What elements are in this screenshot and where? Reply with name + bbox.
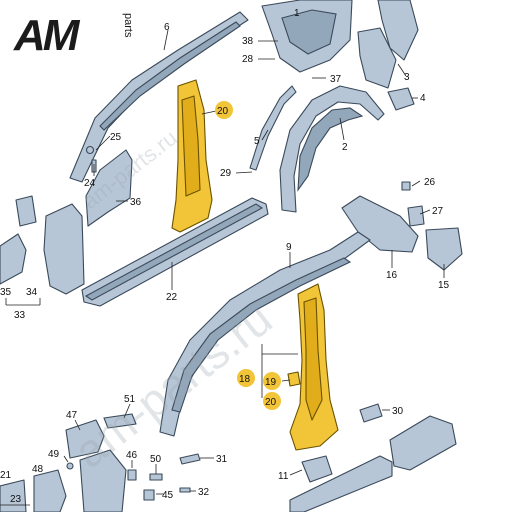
part-18-inner	[303, 297, 323, 421]
callout-19-badge	[263, 372, 281, 390]
part-2-arch-inner	[297, 107, 364, 192]
callout-28[interactable]: 28	[242, 54, 254, 65]
part-lower-column[interactable]	[79, 449, 127, 512]
part-1-inner-brace	[281, 9, 337, 55]
callout-48[interactable]: 48	[32, 464, 44, 475]
callout-20-lower[interactable]: 20	[265, 397, 277, 408]
callout-21[interactable]: 21	[0, 470, 12, 481]
part-6-rail-detail	[99, 21, 241, 131]
callout-27[interactable]: 27	[432, 206, 444, 217]
part-36-panel[interactable]	[85, 149, 133, 227]
callout-1[interactable]: 1	[294, 8, 300, 19]
am-parts-logo: AM parts	[13, 11, 134, 60]
callout-31[interactable]: 31	[216, 454, 228, 465]
callout-16[interactable]: 16	[386, 270, 398, 281]
callout-4[interactable]: 4	[420, 93, 426, 104]
part-25-clip[interactable]	[85, 145, 95, 155]
part-34-bracket[interactable]	[43, 203, 85, 295]
part-15-bracket[interactable]	[425, 227, 463, 271]
callout-20-upper[interactable]: 20	[217, 106, 229, 117]
callout-32[interactable]: 32	[198, 487, 210, 498]
callout-50[interactable]: 50	[150, 454, 162, 465]
callout-49[interactable]: 49	[48, 449, 60, 460]
callout-36[interactable]: 36	[130, 197, 142, 208]
callout-23[interactable]: 23	[10, 494, 22, 505]
callout-35[interactable]: 35	[0, 287, 12, 298]
callout-labels: 6 38 28 37 3 4 20 25 5 2 24 29 26 36 27 …	[0, 8, 450, 505]
part-21-piece[interactable]	[0, 479, 27, 512]
callout-38[interactable]: 38	[242, 36, 254, 47]
part-26-clip[interactable]	[401, 181, 411, 191]
callout-46[interactable]: 46	[126, 450, 138, 461]
callout-24[interactable]: 24	[84, 178, 96, 189]
part-45-clip[interactable]	[143, 489, 155, 501]
callout-9[interactable]: 9	[286, 242, 292, 253]
callout-25[interactable]: 25	[110, 132, 122, 143]
callout-30[interactable]: 30	[392, 406, 404, 417]
part-11-block[interactable]	[301, 455, 333, 483]
logo-main-text: AM	[13, 11, 81, 60]
part-51-clip[interactable]	[103, 413, 137, 429]
part-46-pin[interactable]	[127, 469, 137, 481]
part-22-sill-flange	[84, 203, 264, 301]
callout-29[interactable]: 29	[220, 168, 232, 179]
part-3-side-bracket[interactable]	[357, 27, 397, 89]
callout-33[interactable]: 33	[14, 310, 26, 321]
part-lower-rail[interactable]	[289, 455, 393, 512]
part-47-bracket[interactable]	[65, 419, 105, 459]
part-19-small-plate[interactable]	[287, 371, 301, 387]
part-left-box[interactable]	[15, 195, 37, 227]
logo-sub-text: parts	[122, 13, 134, 38]
part-right-rail[interactable]	[389, 415, 457, 471]
part-20-detail	[181, 95, 201, 197]
part-35-panel[interactable]	[0, 233, 27, 285]
callout-18[interactable]: 18	[239, 374, 251, 385]
part-2-wheel-arch[interactable]	[279, 85, 385, 213]
leader-lines	[0, 29, 445, 506]
callout-5[interactable]: 5	[254, 136, 260, 147]
part-far-right-bracket[interactable]	[377, 0, 419, 61]
callout-2[interactable]: 2	[342, 142, 348, 153]
callout-45[interactable]: 45	[162, 490, 174, 501]
part-48-member[interactable]	[33, 469, 67, 512]
callout-18-badge	[237, 369, 255, 387]
part-32-pin[interactable]	[179, 487, 191, 493]
part-5-strip[interactable]	[249, 85, 297, 171]
part-27-bracket[interactable]	[407, 205, 425, 227]
callout-47[interactable]: 47	[66, 410, 78, 421]
part-30-clip[interactable]	[359, 403, 383, 423]
callout-37[interactable]: 37	[330, 74, 342, 85]
part-9-arch-detail	[171, 257, 352, 413]
callout-20-upper-badge	[215, 101, 233, 119]
callout-34[interactable]: 34	[26, 287, 38, 298]
callout-15[interactable]: 15	[438, 280, 450, 291]
part-31-bracket[interactable]	[179, 453, 201, 465]
callout-26[interactable]: 26	[424, 177, 436, 188]
part-50-plate[interactable]	[149, 473, 163, 481]
callout-19[interactable]: 19	[265, 377, 277, 388]
callout-20-lower-badge	[263, 392, 281, 410]
callout-11[interactable]: 11	[278, 471, 289, 482]
callout-3[interactable]: 3	[404, 72, 410, 83]
callout-6[interactable]: 6	[164, 22, 170, 33]
part-4-bracket[interactable]	[387, 87, 415, 111]
callout-22[interactable]: 22	[166, 292, 178, 303]
part-49-pin[interactable]	[66, 462, 74, 470]
callout-51[interactable]: 51	[124, 394, 136, 405]
